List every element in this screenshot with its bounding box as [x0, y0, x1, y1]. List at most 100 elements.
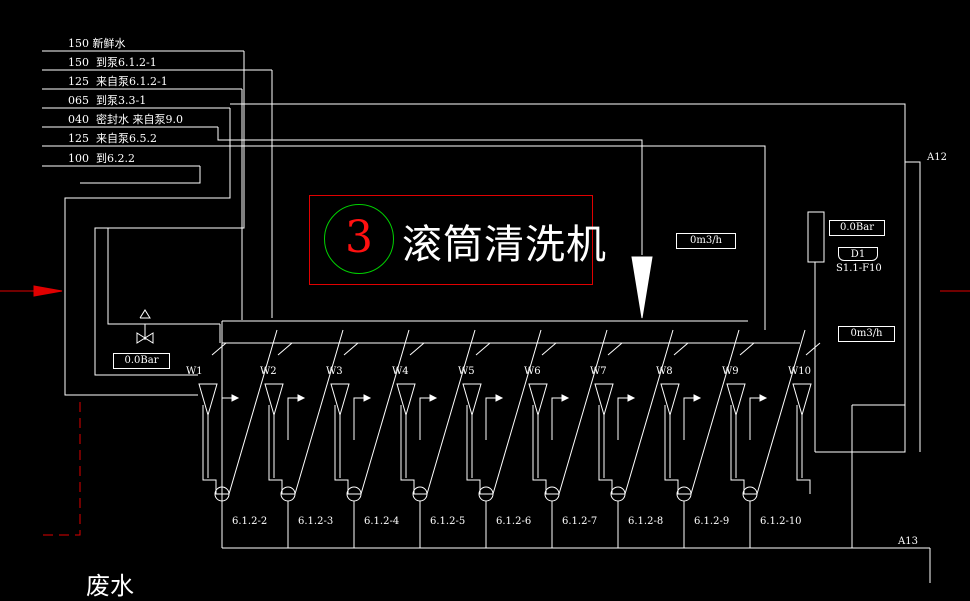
title-name: 滚筒清洗机	[402, 222, 607, 268]
recycle-line	[353, 397, 364, 440]
washer-feed	[409, 342, 425, 356]
washer-funnel	[594, 383, 614, 417]
washer-label: W8	[656, 366, 673, 377]
pipe-text: 来自泵6.5.2	[96, 132, 157, 145]
recycle-arrow	[363, 394, 372, 402]
recycle-arrow	[429, 394, 438, 402]
pump-label: 6.1.2-6	[496, 516, 532, 527]
washer-feed	[607, 342, 623, 356]
recycle-line	[551, 397, 562, 440]
recycle-line	[287, 397, 298, 440]
washer-label: W5	[458, 366, 475, 377]
pressure-tag-right[interactable]: 0.0Bar	[829, 220, 885, 236]
recycle-arrow	[693, 394, 702, 402]
washer-funnel	[462, 383, 482, 417]
washer-drain	[202, 405, 217, 494]
waste-water-label: 废水	[86, 572, 134, 600]
pump-label: 6.1.2-4	[364, 516, 400, 527]
recycle-arrow	[627, 394, 636, 402]
washer-funnel	[396, 383, 416, 417]
pipe-size: 125	[68, 75, 89, 88]
pipe-label-6: 125 来自泵6.5.2	[68, 133, 157, 145]
pump-riser	[360, 329, 410, 495]
pump-riser	[228, 329, 278, 495]
title-number: 3	[324, 204, 394, 274]
washer-drain	[268, 405, 283, 494]
pump-label: 6.1.2-2	[232, 516, 268, 527]
pipe-size: 065	[68, 94, 89, 107]
recycle-arrow	[297, 394, 306, 402]
pipe-label-7: 100 到6.2.2	[68, 153, 135, 165]
washer-funnel	[528, 383, 548, 417]
washer-label: W10	[788, 366, 812, 377]
recycle-arrow	[561, 394, 570, 402]
pump-label: 6.1.2-8	[628, 516, 664, 527]
pipe-text: 来自泵6.1.2-1	[96, 75, 168, 88]
pressure-tag-left[interactable]: 0.0Bar	[113, 353, 170, 369]
washer-feed	[673, 342, 689, 356]
pump-label: 6.1.2-10	[760, 516, 802, 527]
pump-label: 6.1.2-7	[562, 516, 598, 527]
pipe-label-2: 150 到泵6.1.2-1	[68, 57, 157, 69]
pipe-size: 150	[68, 56, 89, 69]
pipe-text: 到6.2.2	[96, 152, 135, 165]
pipe-size: 150	[68, 37, 89, 50]
washer-drain	[466, 405, 481, 494]
recycle-line	[749, 397, 760, 440]
recycle-arrow	[495, 394, 504, 402]
washer-label: W6	[524, 366, 541, 377]
washer-funnel	[792, 383, 812, 417]
washer-funnel	[198, 383, 218, 417]
washer-feed	[211, 342, 227, 356]
washer-funnel	[726, 383, 746, 417]
washer-drain	[334, 405, 349, 494]
washer-feed	[739, 342, 755, 356]
washer-drain	[532, 405, 547, 494]
washer-drain	[664, 405, 679, 494]
pump-riser	[690, 329, 740, 495]
washer-label: W1	[186, 366, 203, 377]
washer-label: W7	[590, 366, 607, 377]
pipe-text: 密封水 来自泵9.0	[96, 113, 183, 126]
washer-label: W4	[392, 366, 409, 377]
pump-riser	[756, 329, 806, 495]
recycle-arrow	[231, 394, 240, 402]
washer-label: W3	[326, 366, 343, 377]
washer-feed	[343, 342, 359, 356]
process-diagram	[0, 50, 970, 583]
washer-feed	[475, 342, 491, 356]
recycle-line	[419, 397, 430, 440]
title-box: 3 滚筒清洗机	[309, 195, 606, 285]
flow-tag-right[interactable]: 0m3/h	[838, 326, 895, 342]
pipe-text: 到泵3.3-1	[96, 94, 147, 107]
pump-label: 6.1.2-9	[694, 516, 730, 527]
washer-feed	[541, 342, 557, 356]
washer-drain	[730, 405, 745, 494]
pipe-label-4: 065 到泵3.3-1	[68, 95, 146, 107]
washer-feed	[277, 342, 293, 356]
pipe-label-3: 125 来自泵6.1.2-1	[68, 76, 168, 88]
washer-funnel	[660, 383, 680, 417]
recycle-line	[683, 397, 694, 440]
edge-label-a13: A13	[898, 536, 918, 547]
washer-drain	[400, 405, 415, 494]
washer-funnel	[330, 383, 350, 417]
pipe-label-5: 040 密封水 来自泵9.0	[68, 114, 183, 126]
pipe-size: 125	[68, 132, 89, 145]
recycle-arrow	[759, 394, 768, 402]
pump-label: 6.1.2-3	[298, 516, 334, 527]
washer-feed	[805, 342, 821, 356]
washer-funnel	[264, 383, 284, 417]
pump-label: 6.1.2-5	[430, 516, 466, 527]
pipe-size: 100	[68, 152, 89, 165]
pipe-label-1: 150 新鲜水	[68, 38, 126, 50]
washer-label: W2	[260, 366, 277, 377]
recycle-line	[485, 397, 496, 440]
recycle-line	[617, 397, 628, 440]
washer-drain	[796, 405, 811, 494]
pump-riser	[294, 329, 344, 495]
device-d1-tag[interactable]: D1	[838, 247, 878, 261]
pump-riser	[624, 329, 674, 495]
flow-tag-center[interactable]: 0m3/h	[676, 233, 736, 249]
pump-riser	[492, 329, 542, 495]
